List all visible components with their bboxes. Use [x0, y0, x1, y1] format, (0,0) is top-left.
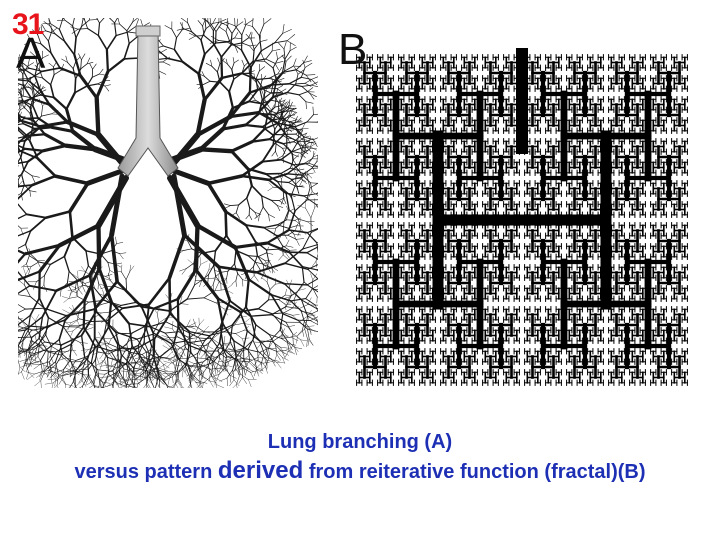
panel-label-b: B — [338, 25, 368, 74]
caption-emphasis: derived — [217, 457, 304, 484]
trachea — [117, 29, 179, 177]
slide-number: 31 — [12, 8, 44, 41]
fractal-lines — [356, 48, 688, 386]
h-tree-fractal-image — [356, 48, 688, 386]
caption-line-2-prefix: versus pattern — [74, 461, 213, 483]
lung-branches — [18, 18, 318, 388]
lung-bronchial-tree-image — [18, 18, 318, 388]
caption: Lung branching (A) versus pattern derive… — [0, 428, 720, 487]
caption-line-2-suffix: from reiterative function (fractal)(B) — [308, 461, 646, 483]
panel-label-a: A — [16, 29, 46, 78]
caption-line-1: Lung branching (A) — [267, 431, 453, 453]
caption-line-2: versus pattern derived from reiterative … — [0, 456, 720, 487]
trachea-cap — [135, 25, 161, 37]
